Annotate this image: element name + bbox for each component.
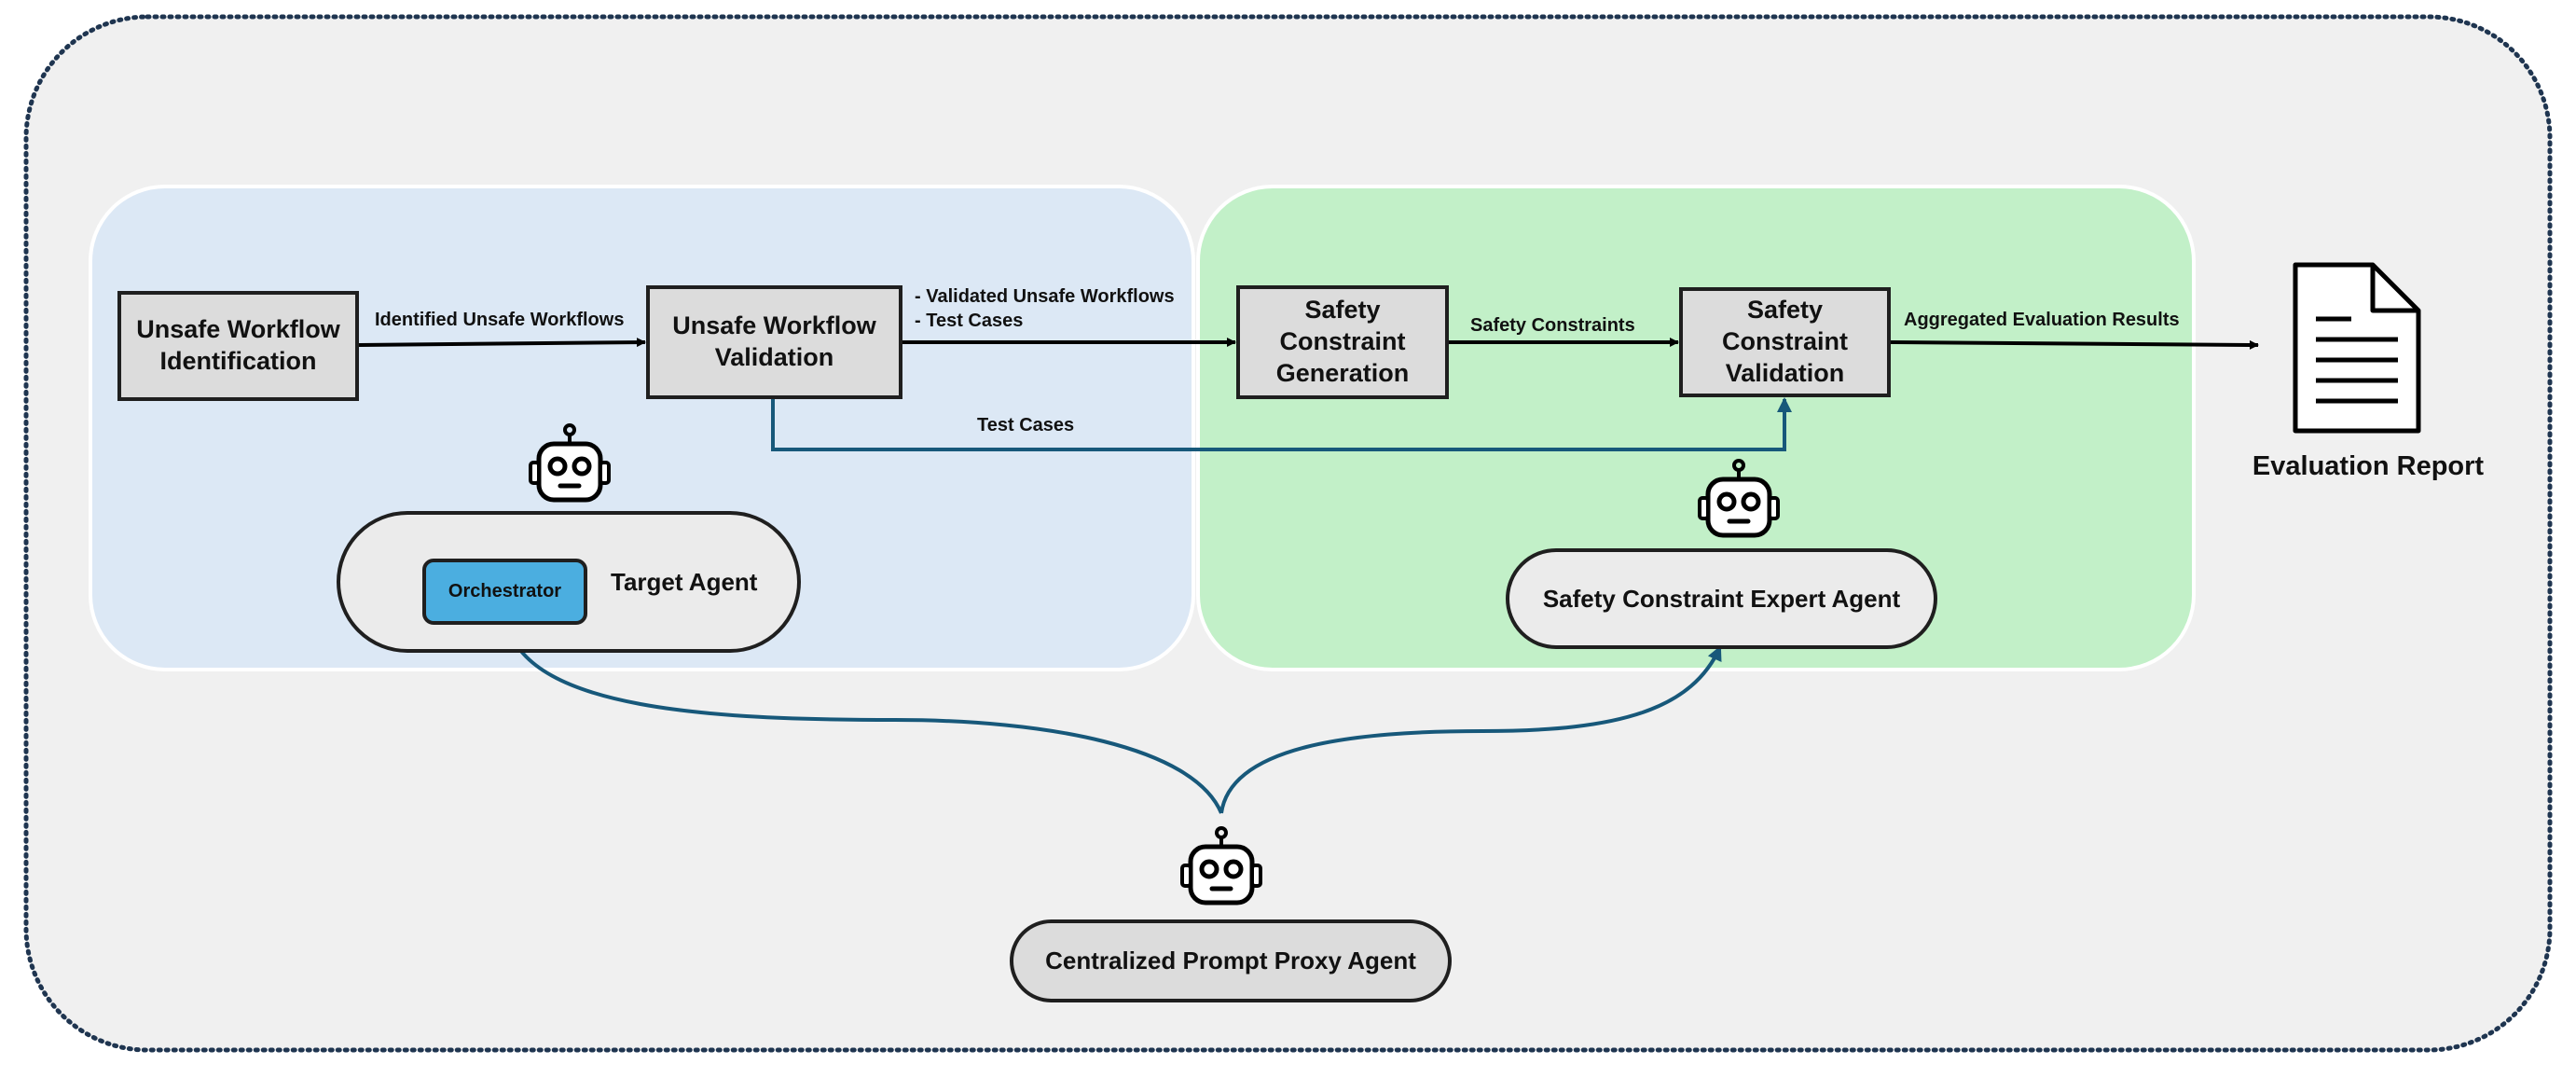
safety-constraint-expert-agent-pill: Safety Constraint Expert Agent (1506, 548, 1937, 649)
arrow-identification-to-validation (358, 338, 646, 348)
document-icon (2293, 262, 2421, 434)
unsafe-workflow-identification-box: Unsafe Workflow Identification (117, 291, 359, 401)
edge-label-aggregated-results: Aggregated Evaluation Results (1904, 310, 2180, 330)
edge-label-test-cases-list: - Test Cases (915, 311, 1024, 331)
centralized-prompt-proxy-agent-pill: Centralized Prompt Proxy Agent (1010, 919, 1452, 1002)
connector-proxy-to-safety-expert (1219, 645, 1722, 814)
safety-constraint-generation-box: Safety Constraint Generation (1236, 285, 1449, 399)
arrow-to-evaluation-report (1890, 339, 2259, 350)
target-agent-label: Target Agent (611, 567, 758, 596)
orchestrator-box: Orchestrator (422, 559, 587, 625)
edge-label-identified-unsafe: Identified Unsafe Workflows (375, 310, 625, 330)
edge-label-safety-constraints: Safety Constraints (1470, 315, 1635, 336)
centralized-prompt-proxy-agent-label: Centralized Prompt Proxy Agent (1045, 947, 1416, 974)
edge-label-validated-unsafe: - Validated Unsafe Workflows (915, 286, 1175, 307)
unsafe-workflow-validation-box: Unsafe Workflow Validation (646, 285, 902, 399)
safety-constraint-validation-box: Safety Constraint Validation (1679, 287, 1891, 397)
safety-constraint-expert-agent-label: Safety Constraint Expert Agent (1542, 584, 1901, 613)
edge-label-test-cases: Test Cases (977, 415, 1075, 435)
connector-proxy-to-orchestrator (504, 625, 1223, 814)
connector-test-cases (771, 397, 1792, 451)
evaluation-report-label: Evaluation Report (2252, 451, 2485, 481)
